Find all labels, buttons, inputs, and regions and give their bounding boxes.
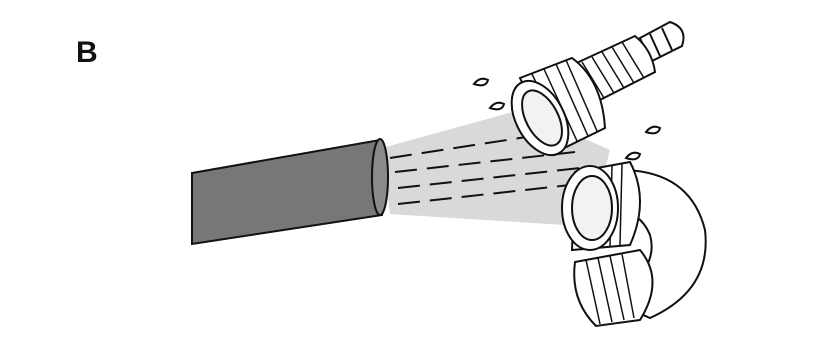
elbow-fitting-icon xyxy=(562,162,706,326)
hose-icon xyxy=(192,139,388,244)
panel-label: B xyxy=(76,36,98,70)
